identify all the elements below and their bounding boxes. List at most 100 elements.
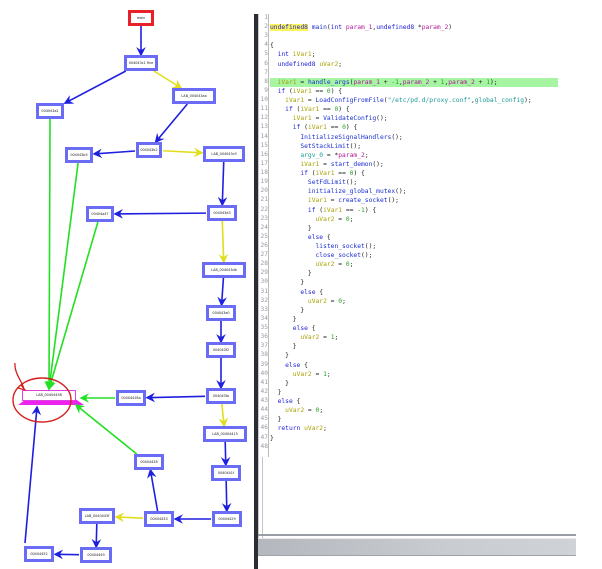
number-literal[interactable]: 0	[342, 124, 346, 132]
graph-edge-conditional-false[interactable]	[44, 118, 54, 391]
graph-edge-unconditional[interactable]	[147, 468, 159, 512]
code-line[interactable]: if (iVar1 == 0) {	[270, 169, 365, 178]
code-line[interactable]: else {	[270, 288, 323, 297]
graph-edge-conditional-true[interactable]	[218, 403, 229, 428]
parameter[interactable]: param_2	[338, 151, 365, 159]
graph-node-target[interactable]: LAB_00404458	[22, 390, 76, 401]
graph-edge-conditional-false[interactable]	[74, 403, 138, 455]
code-line[interactable]: close_socket();	[270, 251, 373, 260]
code-line[interactable]: if (iVar1 == 0) {	[270, 123, 358, 132]
number-literal[interactable]: 1	[486, 78, 490, 86]
keyword[interactable]: else	[307, 233, 324, 241]
graph-node[interactable]: 00404418a	[116, 390, 146, 406]
parameter[interactable]: param_2	[421, 24, 449, 32]
code-line[interactable]: iVar1 = start_demon();	[270, 160, 383, 169]
graph-node[interactable]: LAB_004043db	[202, 262, 246, 278]
global-variable[interactable]: global_config	[474, 97, 525, 105]
function-name[interactable]: SetStackLimit	[300, 142, 350, 150]
graph-node[interactable]: 00404429	[212, 511, 242, 527]
graph-node[interactable]: 004043b5	[65, 147, 93, 163]
graph-node[interactable]: 00404438	[134, 454, 164, 470]
graph-edge-unconditional[interactable]	[154, 103, 188, 144]
code-line[interactable]: }	[270, 342, 297, 351]
keyword[interactable]: if	[300, 170, 308, 178]
number-literal[interactable]: 0	[338, 297, 343, 305]
code-line[interactable]: uVar2 = 1;	[270, 370, 331, 379]
function-name[interactable]: SetFdLimit	[307, 179, 346, 187]
local-variable[interactable]: iVar1	[285, 97, 305, 105]
local-variable[interactable]: iVar1	[323, 206, 343, 214]
keyword[interactable]: else	[300, 288, 316, 296]
graph-node[interactable]: 004043f2	[206, 342, 236, 358]
local-variable[interactable]: uVar2	[307, 297, 327, 305]
graph-edge-conditional-true[interactable]	[162, 147, 204, 158]
graph-node[interactable]: 0040441f	[211, 465, 241, 481]
code-line[interactable]: listen_socket();	[270, 242, 377, 251]
keyword[interactable]: else	[285, 361, 301, 369]
graph-edge-unconditional[interactable]	[217, 277, 227, 307]
code-line[interactable]: iVar1 = ValidateConfig();	[270, 114, 388, 123]
type[interactable]: int	[277, 51, 289, 59]
code-line[interactable]: if (iVar1 == 0) {	[270, 105, 350, 114]
graph-node[interactable]: 00404449	[80, 547, 112, 563]
code-line[interactable]: undefined8 uVar2;	[270, 60, 342, 69]
number-literal[interactable]: 1	[330, 334, 335, 342]
function-name[interactable]: LoadConfigFromFile	[315, 97, 384, 105]
code-line[interactable]: undefined8 main(int param_1,undefined8 *…	[270, 23, 452, 32]
code-line[interactable]: }	[270, 388, 282, 397]
local-variable[interactable]: uVar2	[319, 60, 339, 68]
horizontal-scrollbar[interactable]	[258, 538, 576, 556]
function-name[interactable]: close_socket	[315, 252, 362, 260]
string-literal[interactable]: "/etc/pd.d/proxy.conf"	[387, 97, 471, 105]
code-line[interactable]: else {	[270, 233, 331, 242]
function-name[interactable]: start_demon	[330, 160, 373, 168]
graph-node[interactable]: LAB_0040443f	[79, 508, 115, 524]
parameter[interactable]: param_2	[402, 78, 430, 86]
graph-edge-conditional-true[interactable]	[218, 220, 229, 264]
graph-edge-conditional-false[interactable]	[46, 221, 99, 391]
function-name[interactable]: ValidateConfig	[323, 115, 377, 123]
graph-edge-unconditional[interactable]	[92, 148, 136, 159]
number-literal[interactable]: 1	[440, 78, 445, 86]
code-line[interactable]: if (iVar1 == 0) {	[270, 87, 343, 96]
local-variable[interactable]: uVar2	[304, 425, 324, 433]
graph-edge-unconditional[interactable]	[220, 441, 231, 467]
number-literal[interactable]: -1	[391, 78, 399, 86]
keyword[interactable]: return	[277, 425, 301, 433]
code-line[interactable]: }	[270, 434, 274, 443]
code-line[interactable]: }	[270, 224, 312, 233]
local-variable[interactable]: iVar1	[277, 78, 297, 86]
local-variable[interactable]: iVar1	[300, 106, 320, 114]
graph-edge-unconditional[interactable]	[63, 70, 127, 104]
code-line[interactable]: }	[270, 415, 282, 424]
code-line[interactable]: uVar2 = 1;	[270, 333, 338, 342]
parameter[interactable]: param_1	[345, 24, 373, 32]
code-line[interactable]: else {	[270, 397, 301, 406]
number-literal[interactable]: -1	[357, 206, 365, 214]
type[interactable]: int	[330, 24, 343, 32]
code-line[interactable]: }	[270, 351, 289, 360]
code-line[interactable]: }	[270, 269, 312, 278]
graph-edge-unconditional[interactable]	[217, 161, 228, 207]
pane-splitter[interactable]	[254, 14, 258, 569]
code-line[interactable]: }	[270, 379, 289, 388]
local-variable[interactable]: uVar2	[315, 261, 335, 269]
graph-edge-conditional-true[interactable]	[153, 70, 183, 89]
code-line[interactable]: SetStackLimit();	[270, 142, 361, 151]
code-line[interactable]: {	[270, 41, 274, 50]
graph-node[interactable]: LAB_004043c9	[203, 146, 245, 162]
code-line-highlighted[interactable]: iVar1 = handle_args(param_1 + -1,param_2…	[270, 77, 558, 87]
code-line[interactable]: argv_0 = *param_2;	[270, 151, 368, 160]
code-line[interactable]: iVar1 = LoadConfigFromFile("/etc/pd.d/pr…	[270, 96, 531, 105]
graph-edge-unconditional[interactable]	[221, 480, 232, 513]
graph-node[interactable]: 004043b2	[136, 142, 162, 158]
graph-node[interactable]: 004043c1 fine	[124, 55, 158, 71]
local-variable[interactable]: iVar1	[307, 197, 327, 205]
function-name[interactable]: handle_args	[307, 78, 350, 86]
keyword[interactable]: if	[277, 87, 286, 95]
code-line[interactable]: initialize_global_mutex();	[270, 187, 407, 196]
graph-edge-unconditional[interactable]	[113, 209, 207, 219]
number-literal[interactable]: 1	[323, 370, 327, 378]
graph-node[interactable]: 00404452	[24, 546, 54, 562]
